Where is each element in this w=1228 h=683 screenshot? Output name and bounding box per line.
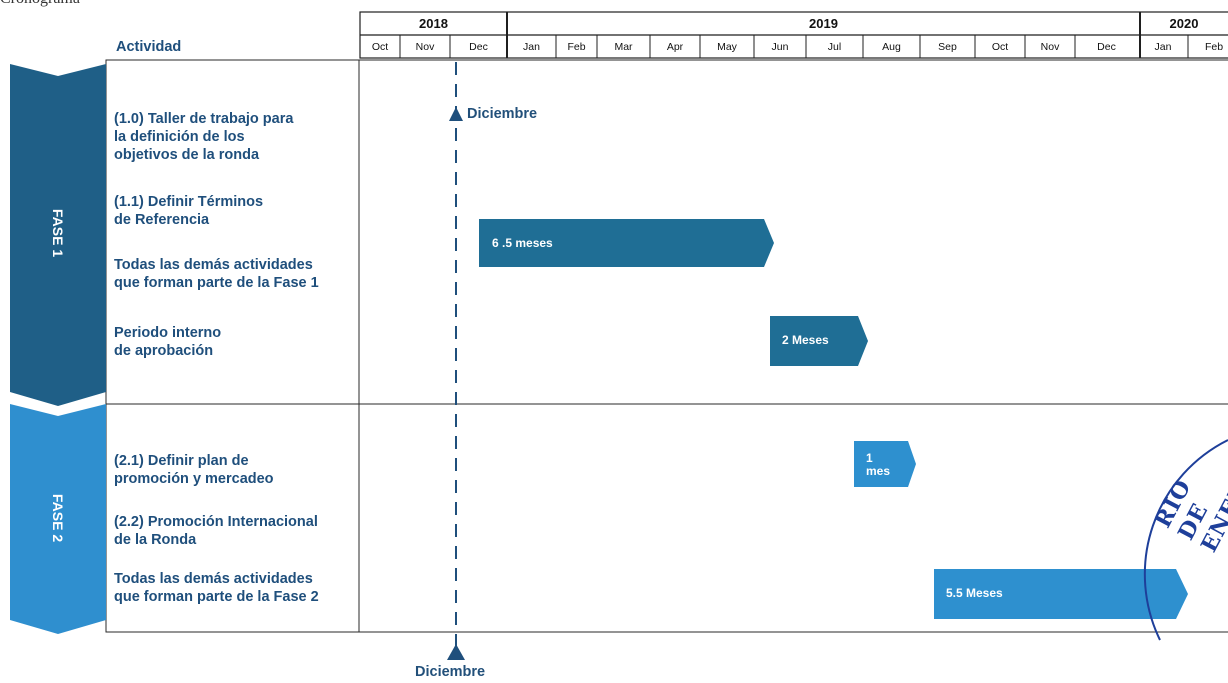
month-cell: Dec bbox=[469, 40, 488, 53]
bar-promotion-plan bbox=[854, 441, 916, 487]
milestone-top-triangle bbox=[449, 107, 463, 121]
month-cell: Feb bbox=[567, 40, 586, 53]
year-2020: 2020 bbox=[1169, 16, 1199, 31]
month-cell: Nov bbox=[415, 40, 435, 53]
month-cell: Mar bbox=[614, 40, 633, 53]
bar-approval-label: 2 Meses bbox=[782, 333, 829, 347]
month-cell: Dec bbox=[1097, 40, 1116, 53]
month-cell: Apr bbox=[666, 40, 684, 53]
phase-1-label: FASE 1 bbox=[50, 208, 66, 258]
bar-approval bbox=[770, 316, 868, 366]
activity-phase1-other-label: Todas las demás actividades que forman p… bbox=[114, 257, 319, 291]
header-grid bbox=[359, 11, 1228, 59]
month-cell: Oct bbox=[991, 40, 1009, 53]
month-cell: Jul bbox=[827, 40, 842, 53]
activity-2-2-label: (2.2) Promoción Internacional de la Rond… bbox=[114, 514, 318, 548]
month-cell: Jun bbox=[771, 40, 789, 53]
month-cell: May bbox=[717, 40, 737, 53]
official-seal bbox=[1143, 439, 1228, 641]
milestone-bottom-label: Diciembre bbox=[415, 664, 486, 680]
phase-1-shape bbox=[10, 64, 106, 406]
month-cell: Jan bbox=[1154, 40, 1172, 53]
month-cell: Feb bbox=[1204, 40, 1224, 53]
milestone-bottom-triangle bbox=[447, 644, 465, 660]
activity-2-1-label: (2.1) Definir plan de promoción y mercad… bbox=[114, 453, 274, 487]
bar-phase2-other-label: 5.5 Meses bbox=[946, 586, 1003, 600]
activity-1-0-label: (1.0) Taller de trabajo para la definici… bbox=[114, 111, 294, 163]
month-cell: Oct bbox=[371, 40, 389, 53]
month-cell: Jan bbox=[523, 40, 540, 53]
bar-promotion-plan-label: 1 mes bbox=[866, 451, 891, 478]
milestone-top-label: Diciembre bbox=[467, 106, 538, 122]
year-2019: 2019 bbox=[809, 16, 838, 31]
activity-phase2-other-label: Todas las demás actividades que forman p… bbox=[114, 571, 319, 605]
bar-phase1-other-label: 6 .5 meses bbox=[492, 236, 553, 250]
bar-phase1-other bbox=[479, 219, 774, 267]
header-activity-label: Actividad bbox=[116, 39, 182, 55]
bar-phase2-other bbox=[934, 569, 1188, 619]
month-dividers bbox=[399, 35, 1189, 58]
phase-2-label: FASE 2 bbox=[50, 493, 66, 543]
activity-approval-label: Periodo interno de aprobación bbox=[114, 325, 222, 359]
month-cell: Aug bbox=[882, 40, 901, 53]
year-2018: 2018 bbox=[419, 16, 448, 31]
month-cell: Sep bbox=[938, 40, 957, 53]
phase-2-shape bbox=[10, 404, 106, 634]
month-cell: Nov bbox=[1040, 40, 1060, 53]
page-heading-fragment: Cronograma bbox=[0, 0, 80, 8]
activity-1-1-label: (1.1) Definir Términos de Referencia bbox=[114, 194, 264, 228]
